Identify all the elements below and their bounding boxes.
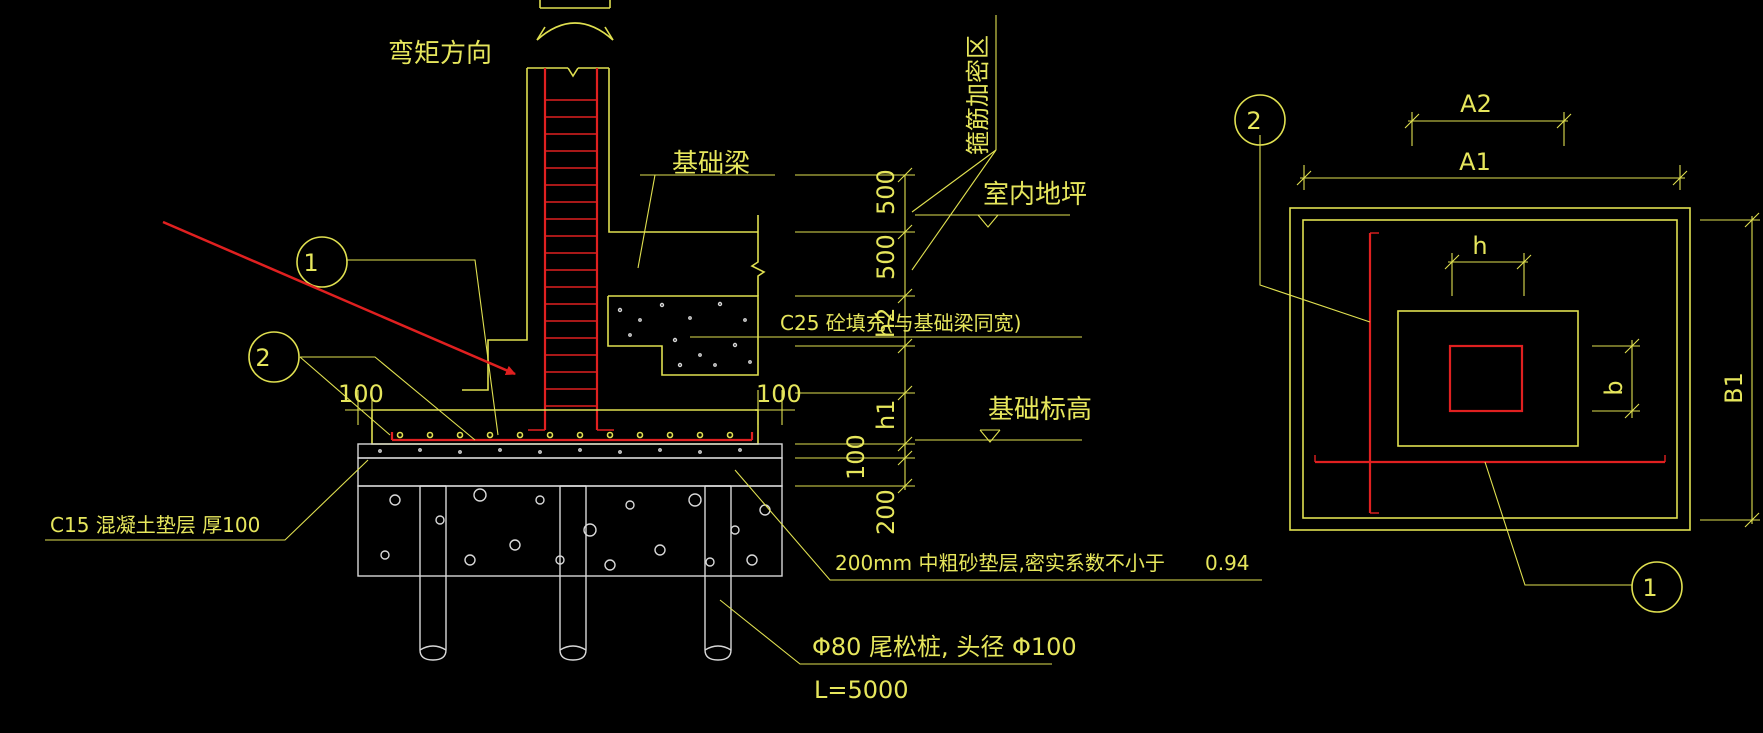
red-arrow-pointer — [162, 220, 516, 376]
foundation-elevation-label: 基础标高 — [988, 395, 1092, 425]
right-dimension-chain — [795, 167, 915, 494]
dim-100-right-label: 100 — [842, 434, 870, 480]
dim-h1-label: h1 — [872, 400, 900, 430]
column-outline — [462, 67, 766, 391]
dim-b-label: b — [1600, 380, 1628, 395]
sand-cushion-layer — [357, 457, 783, 577]
foundation-beam-label: 基础梁 — [672, 149, 750, 179]
sand-cushion-label: 200mm 中粗砂垫层,密实系数不小于 — [835, 551, 1165, 575]
plan-view — [1234, 94, 1760, 613]
section-callout-2 — [248, 331, 300, 383]
plan-callout-1-label: 1 — [1642, 574, 1657, 602]
section-callout-1 — [296, 236, 348, 288]
dim-500-bottom-label: 500 — [872, 234, 900, 280]
mid-dim-100 — [755, 390, 795, 425]
moment-direction-label: 弯矩方向 — [388, 39, 492, 69]
indoor-floor-label: 室内地坪 — [983, 180, 1087, 210]
stirrup-zone-leader — [911, 15, 997, 271]
section-callout-2-label: 2 — [255, 344, 270, 372]
plan-callout-1 — [1631, 561, 1683, 613]
section-text: 弯矩方向 基础梁 室内地坪 C25 砼填充(与基础梁同宽) 基础标高 C15 混… — [50, 35, 1250, 704]
mid-dim-100-label: 100 — [756, 380, 802, 408]
plan-callout-2 — [1234, 94, 1286, 146]
dim-a1-label: A1 — [1459, 148, 1491, 176]
c15-cushion-label: C15 混凝土垫层 厚100 — [50, 513, 260, 537]
foundation-beam-leader — [637, 174, 775, 269]
c15-cushion-leader — [45, 459, 369, 541]
footing-outline — [371, 409, 759, 445]
indoor-floor-marker — [915, 214, 1070, 228]
dim-h2-label: h2 — [872, 308, 900, 338]
pile-leader — [719, 599, 1052, 665]
sand-cushion-leader — [734, 469, 1262, 581]
dim-500-top-label: 500 — [872, 169, 900, 215]
callout-leaders — [299, 259, 499, 441]
stirrup-zone-label: 箍筋加密区 — [964, 35, 992, 155]
plan-callout-2-label: 2 — [1246, 107, 1261, 135]
moment-direction-symbol — [536, 0, 614, 41]
section-view — [45, 0, 1262, 665]
dim-b1-label: B1 — [1720, 372, 1748, 404]
left-dim-100-label: 100 — [338, 380, 384, 408]
column-rebar-cage — [528, 68, 614, 431]
c15-cushion-layer — [357, 443, 783, 459]
pile-desc-label: Φ80 尾松桩, 头径 Φ100 — [812, 633, 1077, 661]
dim-200-right-label: 200 — [872, 489, 900, 535]
section-callout-1-label: 1 — [303, 249, 318, 277]
footing-rebar-dots — [396, 431, 734, 439]
dim-h-label: h — [1472, 232, 1487, 260]
sand-coeff-label: 0.94 — [1205, 551, 1250, 575]
pile-length-label: L=5000 — [814, 676, 909, 704]
foundation-elevation-marker — [915, 429, 1082, 443]
c25-infill-region — [607, 295, 759, 376]
infill-label: C25 砼填充(与基础梁同宽) — [780, 311, 1021, 335]
dim-a2-label: A2 — [1460, 90, 1492, 118]
timber-piles — [419, 485, 732, 661]
plan-text: A2 A1 h b B1 2 1 — [1246, 90, 1748, 602]
